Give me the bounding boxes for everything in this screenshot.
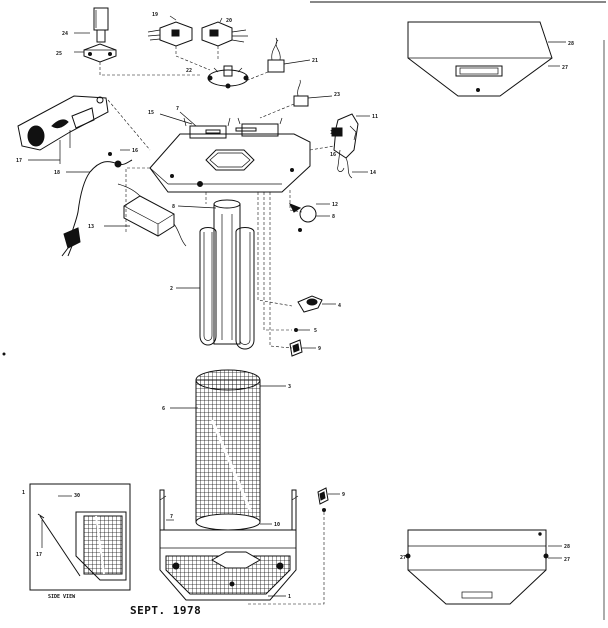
terminal-clip-23 xyxy=(293,79,333,107)
u-lamp-assembly xyxy=(199,199,255,350)
lamp-clip xyxy=(297,295,323,313)
callout-19: 19 xyxy=(152,12,158,18)
callout-5: 5 xyxy=(314,328,317,334)
wire-connectors xyxy=(147,15,248,47)
callout-24: 24 xyxy=(62,31,68,37)
margin-dot xyxy=(2,352,6,356)
callout-4: 4 xyxy=(338,303,341,309)
callout-11: 11 xyxy=(372,114,378,120)
callout-12: 12 xyxy=(332,202,338,208)
callout-22: 22 xyxy=(186,68,192,74)
callout-18: 18 xyxy=(54,170,60,176)
terminal-clip-21 xyxy=(267,37,311,73)
callout-6: 6 xyxy=(162,406,165,412)
callout-16-left: 16 xyxy=(132,148,138,154)
mounting-plate xyxy=(149,127,311,193)
inset-callout-17: 17 xyxy=(36,552,42,558)
callout-27-top: 27 xyxy=(562,65,568,71)
base-tray xyxy=(159,489,299,601)
ballast xyxy=(117,183,187,247)
callout-21: 21 xyxy=(312,58,318,64)
callout-14: 14 xyxy=(370,170,376,176)
inset-callout-30: 30 xyxy=(74,493,80,499)
date-stamp: SEPT. 1978 xyxy=(130,604,201,617)
switch-bracket xyxy=(331,113,359,179)
callout-9: 9 xyxy=(318,346,321,352)
callout-23: 23 xyxy=(334,92,340,98)
callout-10-bottom: 10 xyxy=(274,522,280,528)
callout-15: 15 xyxy=(148,110,154,116)
callout-8: 8 xyxy=(172,204,175,210)
callout-25: 25 xyxy=(56,51,62,57)
inset-number: 1 xyxy=(22,490,25,496)
ballast-cover-top xyxy=(407,21,553,97)
callout-2: 2 xyxy=(170,286,173,292)
screw xyxy=(294,328,310,332)
callout-7-bottom: 7 xyxy=(170,514,173,520)
callout-20: 20 xyxy=(226,18,232,24)
callout-17: 17 xyxy=(16,158,22,164)
callout-13: 13 xyxy=(88,224,94,230)
callout-16: 16 xyxy=(330,152,336,158)
callout-28: 28 xyxy=(568,41,574,47)
callout-26: 8 xyxy=(332,214,335,220)
starter-socket xyxy=(207,65,249,89)
callout-3: 3 xyxy=(288,384,291,390)
wire-grid-cylinder xyxy=(195,369,261,531)
callout-9-lower: 9 xyxy=(342,492,345,498)
inset-caption: SIDE VIEW xyxy=(48,594,76,600)
callout-27-bottom: 27 xyxy=(564,557,570,563)
bracket-9 xyxy=(289,339,303,357)
power-cord xyxy=(61,152,133,257)
bracket-lower xyxy=(317,487,329,512)
callout-1: 1 xyxy=(288,594,291,600)
lamp-sockets xyxy=(183,117,283,139)
starter xyxy=(288,203,317,232)
switch-knob-assembly xyxy=(74,7,117,63)
side-screw-left: 27 xyxy=(400,555,406,561)
ballast-cover-bottom xyxy=(405,529,549,605)
side-view-inset xyxy=(29,483,131,591)
callout-28-bottom: 28 xyxy=(564,544,570,550)
end-cap-holder xyxy=(17,95,109,164)
callout-7-top: 7 xyxy=(176,106,179,112)
callout-10: 10 xyxy=(330,130,336,136)
